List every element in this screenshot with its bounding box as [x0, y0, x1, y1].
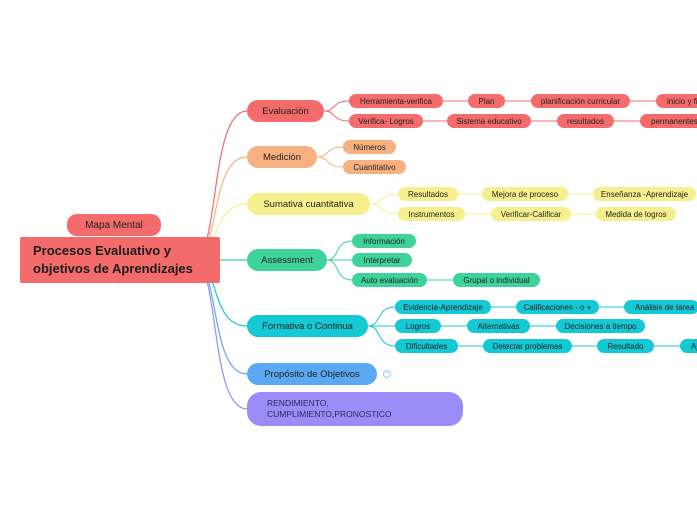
leaf-sistema-educativo[interactable]: Sistema educativo — [447, 114, 531, 128]
leaf-planificacion-curricular[interactable]: planificación curricular — [531, 94, 630, 108]
leaf-plan[interactable]: Plan — [468, 94, 505, 108]
leaf-verifica-logros[interactable]: Verifica- Logros — [349, 114, 423, 128]
branch-formativa-continua[interactable]: Formativa o Continua — [247, 315, 368, 337]
leaf-instrumentos[interactable]: Instrumentos — [398, 207, 465, 221]
connector-branch-0-0 — [323, 100, 350, 112]
branch-sumativa-cuantitativa[interactable]: Sumativa cuantitativa — [247, 193, 370, 215]
leaf-dificultades[interactable]: Dificultades — [395, 339, 458, 353]
connector-branch-2-1 — [369, 203, 399, 215]
leaf-logros[interactable]: Logros — [395, 319, 441, 333]
leaf-detectar-problemas[interactable]: Detectar problemas — [483, 339, 572, 353]
leaf-resultados-sumativa[interactable]: Resultados — [398, 187, 458, 201]
leaf-informacion[interactable]: Información — [352, 234, 416, 248]
central-topic[interactable]: Procesos Evaluativo y objetivos de Apren… — [20, 237, 220, 283]
connector-branch-3-2 — [326, 259, 353, 281]
leaf-cuantitativo[interactable]: Cuantitativo — [343, 160, 406, 174]
leaf-calificaciones[interactable]: Calificaciones - o + — [516, 300, 599, 314]
connector-branch-2-0 — [369, 193, 399, 205]
leaf-interpretar[interactable]: Interpretar — [352, 253, 412, 267]
leaf-grupal-o-individual[interactable]: Grupal o individual — [453, 273, 540, 287]
leaf-mejora-de-proceso[interactable]: Mejora de proceso — [482, 187, 568, 201]
floating-topic-mapa-mental[interactable]: Mapa Mental — [67, 214, 161, 236]
leaf-alternativas[interactable]: Alternativas — [467, 319, 530, 333]
leaf-ajuste[interactable]: Aj — [680, 339, 697, 353]
connector-branch-3-0 — [326, 240, 353, 261]
leaf-verificar-calificar[interactable]: Verificar-Calificar — [491, 207, 571, 221]
central-topic-line-1: Procesos Evaluativo y — [33, 243, 172, 258]
connector-branch-1-1 — [316, 156, 344, 168]
leaf-resultado[interactable]: Resultado — [597, 339, 654, 353]
leaf-numeros[interactable]: Números — [343, 140, 396, 154]
leaf-permanentes[interactable]: permanentes — [640, 114, 697, 128]
leaf-inicio-y-fin[interactable]: inicio y fi — [656, 94, 697, 108]
branch-proposito-objetivos[interactable]: Propósito de Objetivos — [247, 363, 377, 385]
central-topic-line-2: objetivos de Aprendizajes — [33, 261, 193, 276]
leaf-herramienta-verifica[interactable]: Herramienta-verifica — [349, 94, 443, 108]
branch-medicion[interactable]: Medición — [247, 146, 317, 168]
branch-assessment[interactable]: Assessment — [247, 249, 327, 271]
leaf-ensenanza-aprendizaje[interactable]: Enseñanza -Aprendizaje — [593, 187, 696, 201]
leaf-medida-de-logros[interactable]: Medida de logros — [596, 207, 676, 221]
branch-rendimiento[interactable]: RENDIMIENTO, CUMPLIMIENTO,PRONOSTICO — [247, 392, 463, 426]
leaf-evidencia-aprendizaje[interactable]: Evidencia-Aprendizaje — [395, 300, 491, 314]
leaf-resultados-evaluacion[interactable]: resultados — [557, 114, 614, 128]
branch-rendimiento-text: RENDIMIENTO, CUMPLIMIENTO,PRONOSTICO — [267, 398, 392, 419]
expand-toggle-icon[interactable]: + — [383, 370, 391, 378]
leaf-decisiones-a-tiempo[interactable]: Decisiones a tiempo — [556, 319, 645, 333]
connector-branch-4-0 — [367, 306, 396, 327]
leaf-auto-evaluacion[interactable]: Auto evaluación — [352, 273, 427, 287]
connector-branch-4-2 — [367, 325, 396, 347]
connector-branch-1-0 — [316, 146, 344, 158]
leaf-analisis-de-tarea[interactable]: Análisis de tarea — [624, 300, 697, 314]
central-topic-text: Procesos Evaluativo y objetivos de Apren… — [33, 242, 193, 278]
connector-branch-0-1 — [323, 110, 350, 122]
branch-evaluacion[interactable]: Evaluación — [247, 100, 324, 122]
